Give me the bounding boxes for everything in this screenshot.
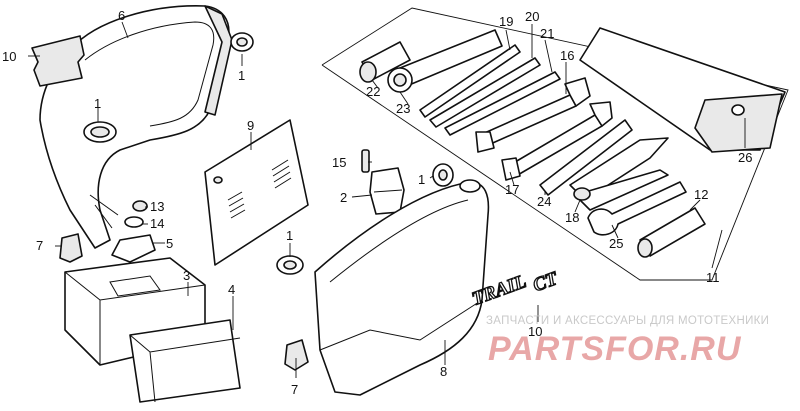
label-7-b: 7 [291, 382, 298, 397]
label-9: 9 [247, 118, 254, 133]
wrench-17 [501, 101, 613, 181]
screwdriver-19 [419, 44, 521, 118]
label-18: 18 [565, 210, 579, 225]
label-22: 22 [366, 84, 380, 99]
label-3: 3 [183, 268, 190, 283]
label-21: 21 [540, 26, 554, 41]
label-1-d: 1 [418, 172, 425, 187]
grommet-1-mid [276, 255, 304, 275]
watermark: ЗАПЧАСТИ И АКСЕССУАРЫ ДЛЯ МОТОТЕХНИКИ PA… [486, 315, 769, 368]
label-13: 13 [150, 199, 164, 214]
watermark-brand: PARTSFOR.RU [488, 330, 742, 368]
label-25: 25 [609, 236, 623, 251]
label-1-c: 1 [286, 228, 293, 243]
nut-13 [132, 200, 148, 212]
label-12: 12 [694, 187, 708, 202]
frame-cover-6 [39, 5, 233, 249]
wrench-24 [539, 119, 633, 196]
label-5: 5 [166, 236, 173, 251]
label-1-a: 1 [238, 68, 245, 83]
grommet-1-right [432, 163, 454, 187]
label-19: 19 [499, 14, 513, 29]
gasket-10 [31, 35, 85, 87]
label-1-b: 1 [94, 96, 101, 111]
bracket-5 [111, 234, 156, 263]
label-14: 14 [150, 216, 164, 231]
label-26: 26 [738, 150, 752, 165]
tool-bag-26 [579, 27, 786, 153]
cushion-7-left [59, 233, 83, 263]
side-cover-8 [314, 179, 490, 396]
label-20: 20 [525, 9, 539, 24]
label-17: 17 [505, 182, 519, 197]
grommet-1-top [230, 32, 254, 52]
spanner-25 [587, 181, 687, 236]
label-23: 23 [396, 101, 410, 116]
label-10-a: 10 [2, 49, 16, 64]
plate-9 [204, 119, 309, 266]
pliers-18 [569, 137, 669, 211]
battery-4 [129, 319, 241, 403]
washer-14 [124, 216, 144, 228]
label-15: 15 [332, 155, 346, 170]
screwdriver-21 [444, 71, 561, 136]
label-11: 11 [706, 270, 720, 285]
label-10-b: 10 [528, 324, 542, 339]
emblem-line2: CT [530, 268, 561, 297]
tool-kit-outline [321, 7, 789, 281]
bolt-15 [361, 149, 370, 173]
label-6: 6 [118, 8, 125, 23]
box-wrench-23 [387, 29, 503, 93]
label-7-a: 7 [36, 238, 43, 253]
cushion-7-bottom [284, 339, 309, 371]
label-4: 4 [228, 282, 235, 297]
watermark-tagline: ЗАПЧАСТИ И АКСЕССУАРЫ ДЛЯ МОТОТЕХНИКИ [486, 315, 769, 327]
label-2: 2 [340, 190, 347, 205]
label-16: 16 [560, 48, 574, 63]
label-8: 8 [440, 364, 447, 379]
wrench-16 [475, 77, 591, 153]
screwdriver-20 [429, 57, 541, 128]
socket-22 [359, 41, 411, 83]
part-labels: 10 6 1 1 9 15 2 13 14 5 7 3 4 1 1 8 7 10… [2, 8, 752, 397]
label-24: 24 [537, 194, 551, 209]
bracket-2 [369, 167, 405, 215]
leader-lines [28, 21, 746, 378]
plug-wrench-12 [637, 207, 706, 258]
